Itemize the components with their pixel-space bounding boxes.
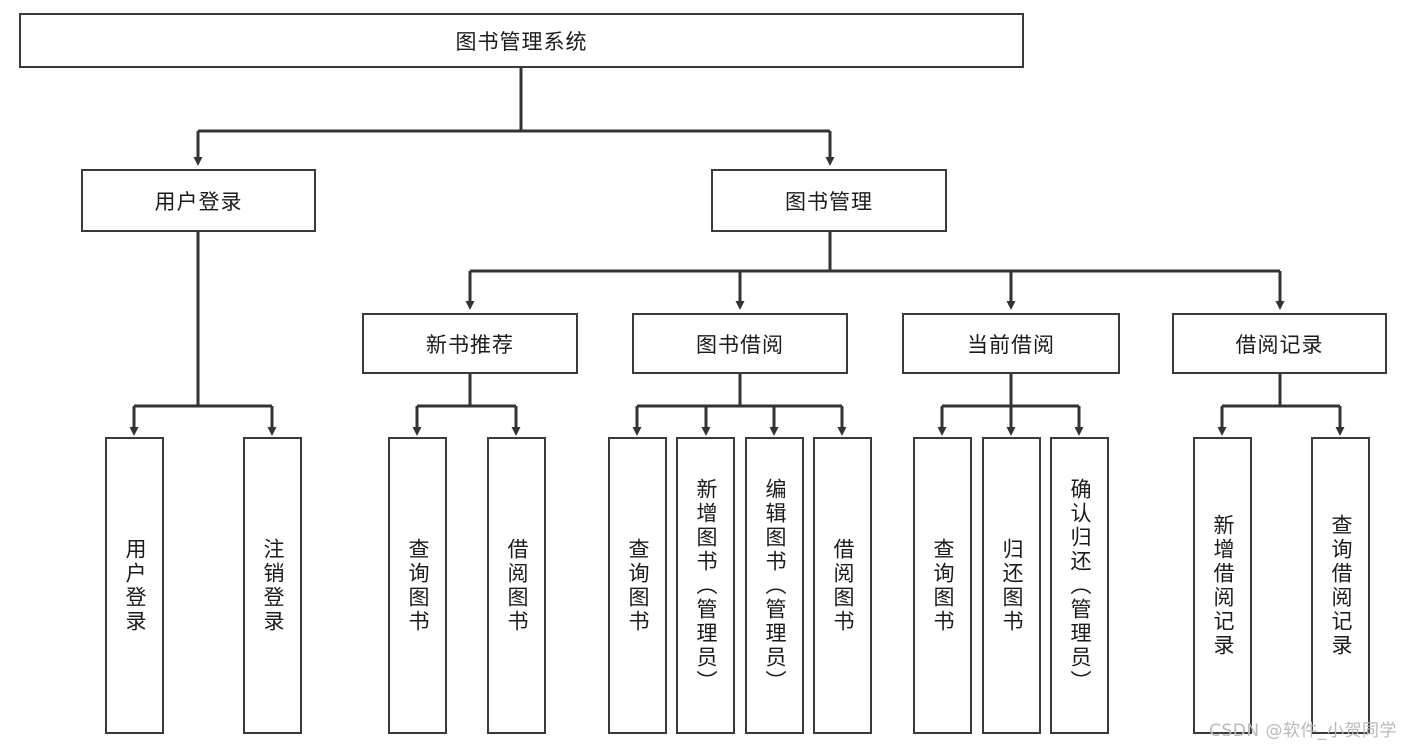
- node-book-borrow[interactable]: 图书借阅: [632, 313, 848, 374]
- node-root-system[interactable]: 图书管理系统: [19, 13, 1024, 68]
- leaf-add-book-admin-label: 新增图书（管理员）: [694, 477, 718, 694]
- node-book-borrow-label: 图书借阅: [696, 332, 784, 357]
- leaf-query-book-recommend-label: 查询图书: [406, 537, 430, 634]
- node-borrow-record-label: 借阅记录: [1235, 332, 1324, 357]
- node-book-management-label: 图书管理: [785, 189, 873, 214]
- node-book-management[interactable]: 图书管理: [711, 169, 947, 232]
- leaf-query-borrow-record-label: 查询借阅记录: [1329, 513, 1353, 658]
- leaf-user-login[interactable]: 用户登录: [105, 437, 164, 734]
- leaf-borrow-book[interactable]: 借阅图书: [813, 437, 872, 734]
- leaf-query-book-borrow[interactable]: 查询图书: [608, 437, 667, 734]
- leaf-confirm-return-admin[interactable]: 确认归还（管理员）: [1050, 437, 1109, 734]
- leaf-return-book[interactable]: 归还图书: [982, 437, 1041, 734]
- leaf-return-book-label: 归还图书: [1000, 537, 1024, 634]
- leaf-user-login-label: 用户登录: [123, 537, 147, 634]
- node-new-book-recommend-label: 新书推荐: [426, 332, 514, 357]
- leaf-query-book-current-label: 查询图书: [931, 537, 955, 634]
- node-new-book-recommend[interactable]: 新书推荐: [362, 313, 578, 374]
- leaf-add-book-admin[interactable]: 新增图书（管理员）: [676, 437, 735, 734]
- node-user-login[interactable]: 用户登录: [81, 169, 316, 232]
- leaf-borrow-book-recommend-label: 借阅图书: [505, 537, 529, 634]
- leaf-borrow-book-recommend[interactable]: 借阅图书: [487, 437, 546, 734]
- node-borrow-record[interactable]: 借阅记录: [1172, 313, 1387, 374]
- leaf-query-book-recommend[interactable]: 查询图书: [388, 437, 447, 734]
- node-current-borrow[interactable]: 当前借阅: [902, 313, 1120, 374]
- leaf-edit-book-admin[interactable]: 编辑图书（管理员）: [745, 437, 804, 734]
- leaf-query-book-current[interactable]: 查询图书: [913, 437, 972, 734]
- node-root-system-label: 图书管理系统: [455, 29, 588, 54]
- leaf-edit-book-admin-label: 编辑图书（管理员）: [763, 477, 787, 694]
- leaf-query-borrow-record[interactable]: 查询借阅记录: [1311, 437, 1370, 734]
- leaf-logout[interactable]: 注销登录: [243, 437, 302, 734]
- leaf-add-borrow-record[interactable]: 新增借阅记录: [1193, 437, 1252, 734]
- node-user-login-label: 用户登录: [154, 189, 243, 214]
- leaf-query-book-borrow-label: 查询图书: [626, 537, 650, 634]
- leaf-logout-label: 注销登录: [261, 537, 285, 634]
- leaf-confirm-return-admin-label: 确认归还（管理员）: [1068, 477, 1092, 694]
- leaf-add-borrow-record-label: 新增借阅记录: [1211, 513, 1235, 658]
- leaf-borrow-book-label: 借阅图书: [831, 537, 855, 634]
- node-current-borrow-label: 当前借阅: [967, 332, 1055, 357]
